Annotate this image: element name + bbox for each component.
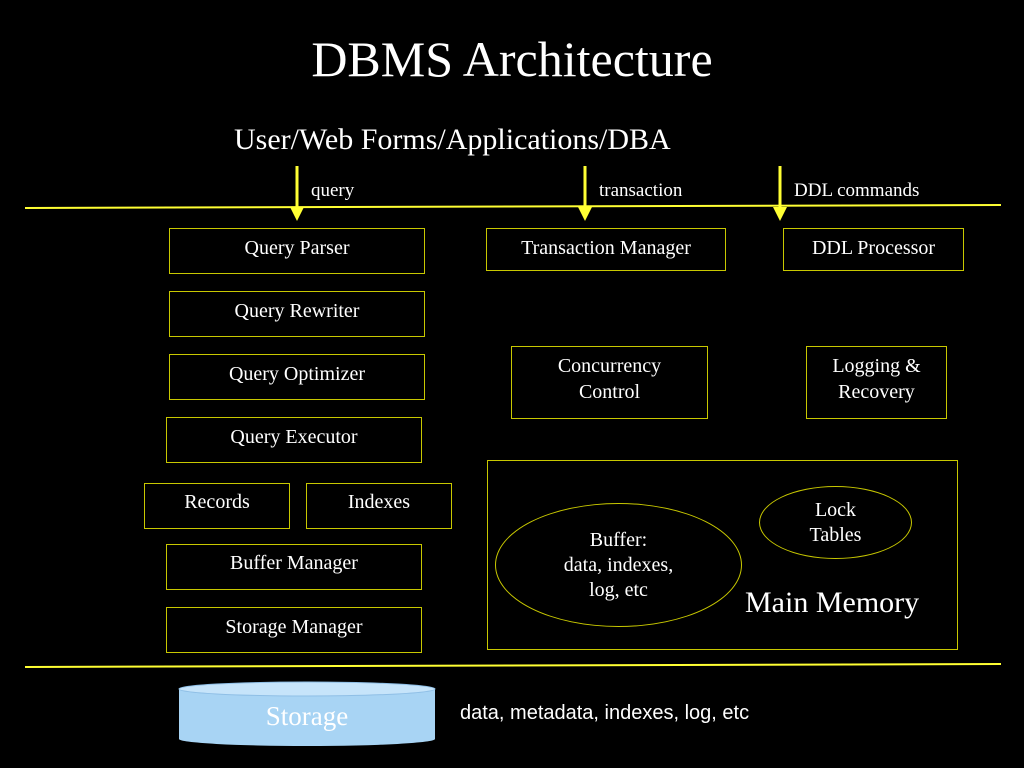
concurrency-control-box: Concurrency Control — [511, 346, 708, 419]
query-arrow — [290, 166, 304, 221]
query-optimizer-box: Query Optimizer — [169, 354, 425, 400]
query-rewriter-box: Query Rewriter — [169, 291, 425, 337]
logging-recovery-box: Logging & Recovery — [806, 346, 947, 419]
storage-contents-note: data, metadata, indexes, log, etc — [460, 702, 750, 724]
ddl-processor-box: DDL Processor — [783, 228, 964, 271]
query-parser-box: Query Parser — [169, 228, 425, 274]
concurrency-control-line-1: Concurrency — [557, 355, 662, 377]
storage-manager-box: Storage Manager — [166, 607, 422, 653]
query-label: query — [311, 180, 355, 201]
logging-recovery-line-2: Recovery — [838, 381, 915, 403]
main-memory-region — [487, 460, 958, 650]
lock-tables-line-1: Lock — [814, 498, 857, 521]
logging-recovery-line-1: Logging & — [832, 355, 921, 377]
lock-tables-line-2: Tables — [809, 523, 862, 546]
records-box: Records — [144, 483, 290, 529]
lock-tables-ellipse: Lock Tables — [759, 486, 912, 559]
concurrency-control-line-2: Control — [578, 381, 641, 403]
storage-cylinder — [178, 681, 436, 746]
indexes-box: Indexes — [306, 483, 452, 529]
transaction-arrow — [578, 166, 592, 221]
storage-label: Storage — [265, 701, 349, 731]
main-memory-label: Main Memory — [745, 586, 920, 619]
buffer-ellipse: Buffer: data, indexes, log, etc — [495, 503, 742, 627]
buffer-manager-box: Buffer Manager — [166, 544, 422, 590]
ddl-arrow — [773, 166, 787, 221]
transaction-label: transaction — [599, 180, 683, 201]
transaction-manager-box: Transaction Manager — [486, 228, 726, 271]
ddl-commands-label: DDL commands — [794, 180, 920, 201]
top-separator-line — [24, 204, 1002, 209]
buffer-line-3: log, etc — [589, 578, 648, 601]
bottom-separator-line — [24, 663, 1002, 668]
buffer-line-2: data, indexes, — [563, 553, 674, 576]
query-executor-box: Query Executor — [166, 417, 422, 463]
buffer-line-1: Buffer: — [589, 528, 648, 551]
page-title: DBMS Architecture — [311, 31, 713, 87]
diagram-subtitle: User/Web Forms/Applications/DBA — [234, 123, 671, 156]
